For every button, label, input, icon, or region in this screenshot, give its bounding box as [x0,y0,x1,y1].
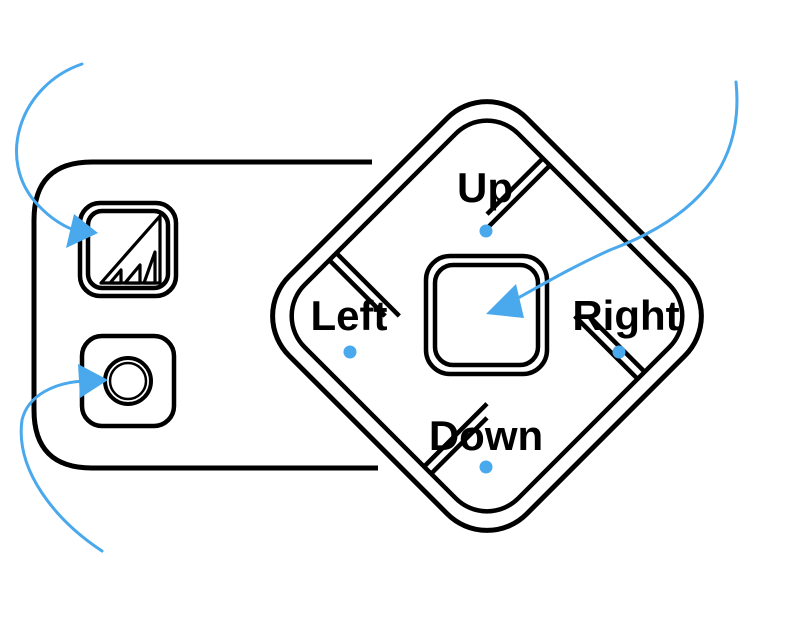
dpad-up-label: Up [457,164,513,211]
callout-arrow-circle [19,379,104,553]
right-marker-dot [612,345,626,359]
arrowhead-signal [66,214,98,248]
signal-strength-icon [99,214,162,285]
dpad-right-button[interactable]: Right [572,292,680,359]
center-ok-button[interactable] [423,253,550,377]
dpad-down-label: Down [429,412,543,459]
dpad-down-button[interactable]: Down [429,412,543,474]
down-marker-dot [479,460,493,474]
arrowhead-circle [78,364,108,398]
dpad-left-button[interactable]: Left [311,292,388,359]
callout-arrow-signal [15,62,84,234]
dpad-left-label: Left [311,292,388,339]
left-marker-dot [343,345,357,359]
callout-arrow-center [516,80,739,300]
dpad-up-button[interactable]: Up [457,164,513,238]
arrowhead-center [486,284,524,318]
dpad-right-label: Right [572,292,679,339]
signal-button[interactable] [77,200,179,299]
up-marker-dot [479,224,493,238]
circle-icon [103,356,153,406]
